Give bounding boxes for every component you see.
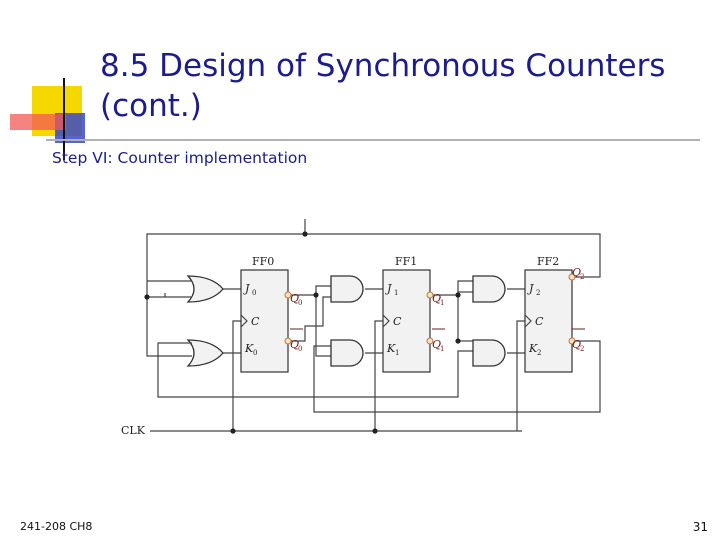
svg-text:J: J [527,282,534,295]
svg-text:Q: Q [290,292,299,305]
svg-text:J: J [243,282,250,295]
svg-text:2: 2 [580,273,584,281]
svg-text:K: K [244,342,254,355]
svg-text:J: J [385,282,392,295]
page-title: 8.5 Design of Synchronous Counters (cont… [100,48,666,124]
and-gate-k1 [330,339,364,367]
svg-text:Q: Q [290,338,299,351]
logo-red-bar [10,114,66,130]
svg-text:C: C [251,315,260,328]
feedback-wires [146,219,601,413]
svg-text:1: 1 [395,349,399,357]
svg-text:K: K [528,342,538,355]
svg-text:0: 0 [252,289,256,297]
and-gate-j1 [330,275,364,303]
flipflop-ff1: FF1 J 1 C K 1 Q 1 Q 1 [382,255,445,373]
svg-text:0: 0 [253,349,257,357]
ff2-name: FF2 [537,255,559,268]
svg-text:Q: Q [432,292,441,305]
or-gate-k0 [165,339,224,367]
clock-label: CLK [121,424,146,437]
ff1-name: FF1 [395,255,417,268]
slide-subtitle: Step VI: Counter implementation [52,149,308,167]
svg-text:0: 0 [298,299,302,307]
or-gate-j0 [165,275,224,303]
ff0-name: FF0 [252,255,274,268]
svg-text:Q: Q [572,266,581,279]
and-gate-k2 [472,339,506,367]
svg-text:C: C [393,315,402,328]
svg-text:1: 1 [394,289,398,297]
svg-text:2: 2 [537,349,541,357]
svg-text:Q: Q [432,338,441,351]
svg-text:0: 0 [298,345,302,353]
page-number: 31 [692,520,708,534]
svg-text:2: 2 [580,345,584,353]
svg-text:C: C [535,315,544,328]
flipflop-ff0: FF0 J 0 C K 0 Q 0 Q 0 [240,255,303,373]
clock-wires [150,320,525,432]
svg-text:2: 2 [536,289,540,297]
svg-text:K: K [386,342,396,355]
footer-course-code: 241-208 CH8 [20,520,93,533]
svg-text:1: 1 [440,299,444,307]
svg-text:1: 1 [440,345,444,353]
flipflop-ff2: FF2 J 2 C K 2 Q 2 Q 2 [524,255,585,373]
junction-dots [144,231,461,434]
and-gate-j2 [472,275,506,303]
svg-text:Q: Q [572,338,581,351]
